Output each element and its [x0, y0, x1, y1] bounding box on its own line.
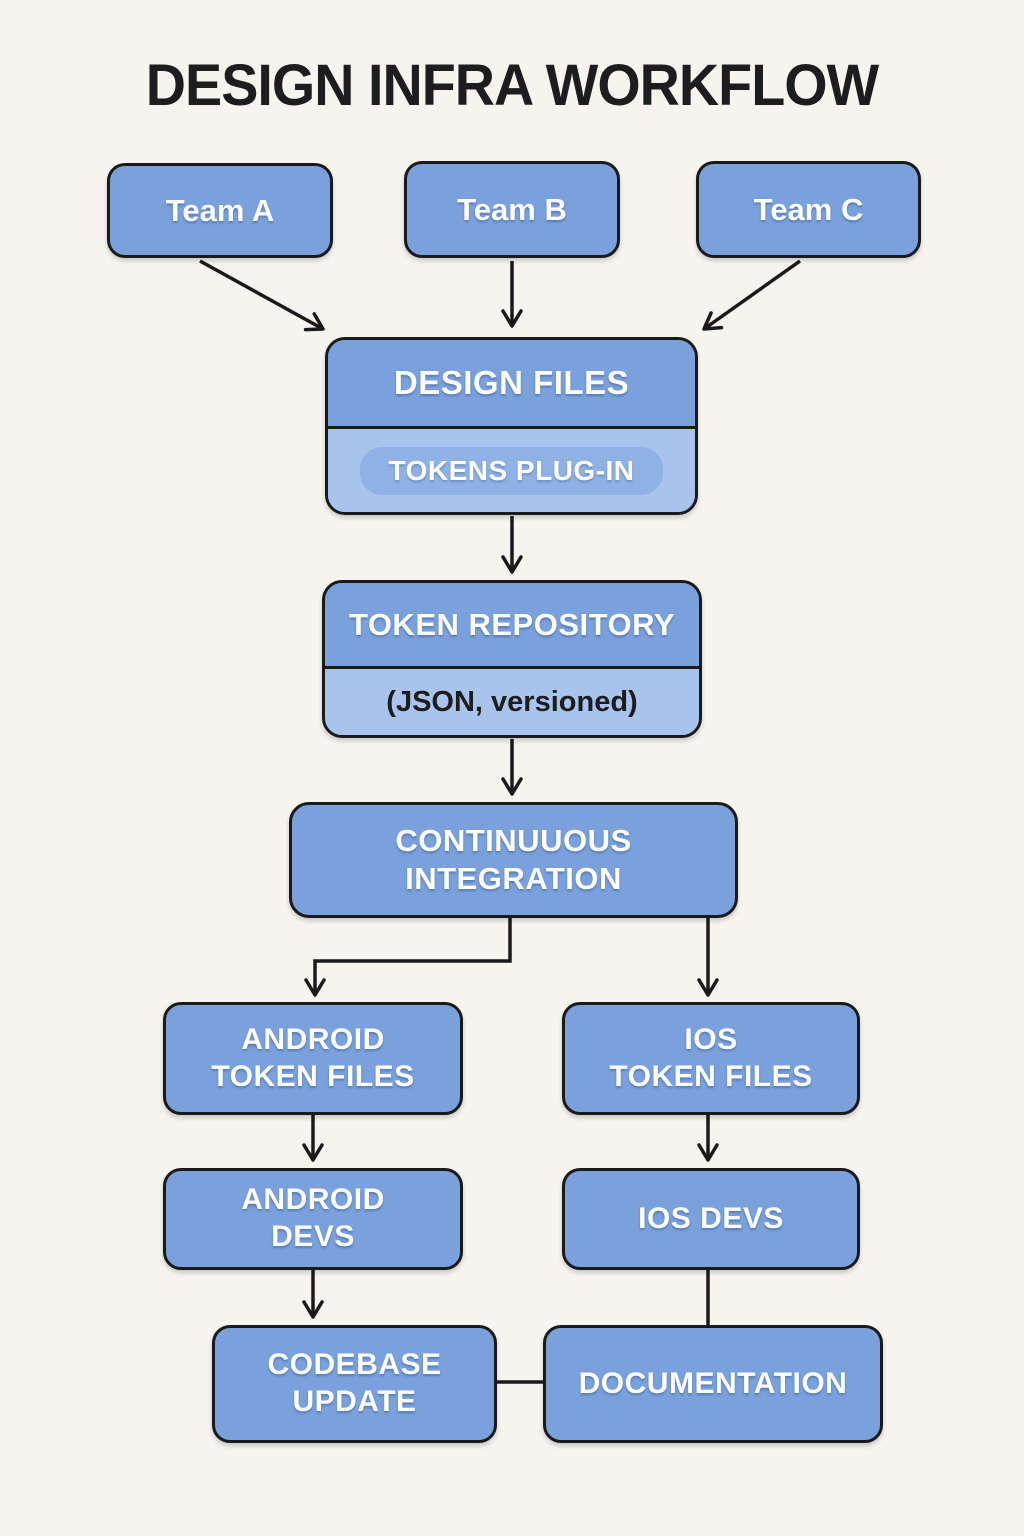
android-devs-line1: ANDROID [241, 1183, 385, 1217]
node-codebase-update: CODEBASE UPDATE [212, 1325, 497, 1443]
ios-token-files-line2: TOKEN FILES [609, 1059, 813, 1093]
codebase-update-line1: CODEBASE [267, 1348, 442, 1382]
team-a-label: Team A [165, 192, 275, 228]
node-documentation: DOCUMENTATION [543, 1325, 883, 1443]
ios-devs-label: IOS DEVS [638, 1201, 784, 1235]
node-ios-token-files: IOS TOKEN FILES [562, 1002, 860, 1115]
node-token-repository: TOKEN REPOSITORY (JSON, versioned) [322, 580, 702, 738]
token-repository-title-section: TOKEN REPOSITORY [325, 583, 699, 666]
design-files-title-section: DESIGN FILES [328, 340, 695, 426]
edge-team-c-to-design-files [702, 259, 802, 331]
android-token-files-line1: ANDROID [241, 1022, 385, 1056]
android-devs-line2: DEVS [271, 1220, 355, 1253]
continuous-integration-line1: CONTINUUOUS [395, 823, 632, 859]
json-versioned-label: (JSON, versioned) [386, 685, 638, 718]
android-token-files-line2: TOKEN FILES [211, 1059, 415, 1093]
node-android-devs: ANDROID DEVS [163, 1168, 463, 1270]
continuous-integration-line2: INTEGRATION [405, 861, 622, 896]
node-team-c: Team C [696, 161, 921, 258]
documentation-label: DOCUMENTATION [578, 1366, 848, 1400]
edge-team-a-to-design-files [199, 259, 325, 332]
ios-token-files-line1: IOS [684, 1022, 738, 1056]
edge-ci-to-android-token-files [304, 918, 512, 997]
node-design-files: DESIGN FILES TOKENS PLUG-IN [325, 337, 698, 515]
node-ios-devs: IOS DEVS [562, 1168, 860, 1270]
team-c-label: Team C [753, 191, 864, 227]
node-team-b: Team B [404, 161, 620, 258]
token-repository-format-section: (JSON, versioned) [325, 666, 699, 735]
node-continuous-integration: CONTINUUOUS INTEGRATION [289, 802, 738, 918]
tokens-plugin-badge: TOKENS PLUG-IN [360, 446, 663, 495]
page-title: DESIGN INFRA WORKFLOW [145, 53, 879, 118]
design-files-plugin-section: TOKENS PLUG-IN [328, 426, 695, 512]
codebase-update-line2: UPDATE [292, 1385, 417, 1418]
design-files-label: DESIGN FILES [393, 363, 630, 401]
token-repository-label: TOKEN REPOSITORY [348, 606, 676, 642]
node-android-token-files: ANDROID TOKEN FILES [163, 1002, 463, 1115]
team-b-label: Team B [457, 191, 567, 227]
node-team-a: Team A [107, 163, 333, 258]
